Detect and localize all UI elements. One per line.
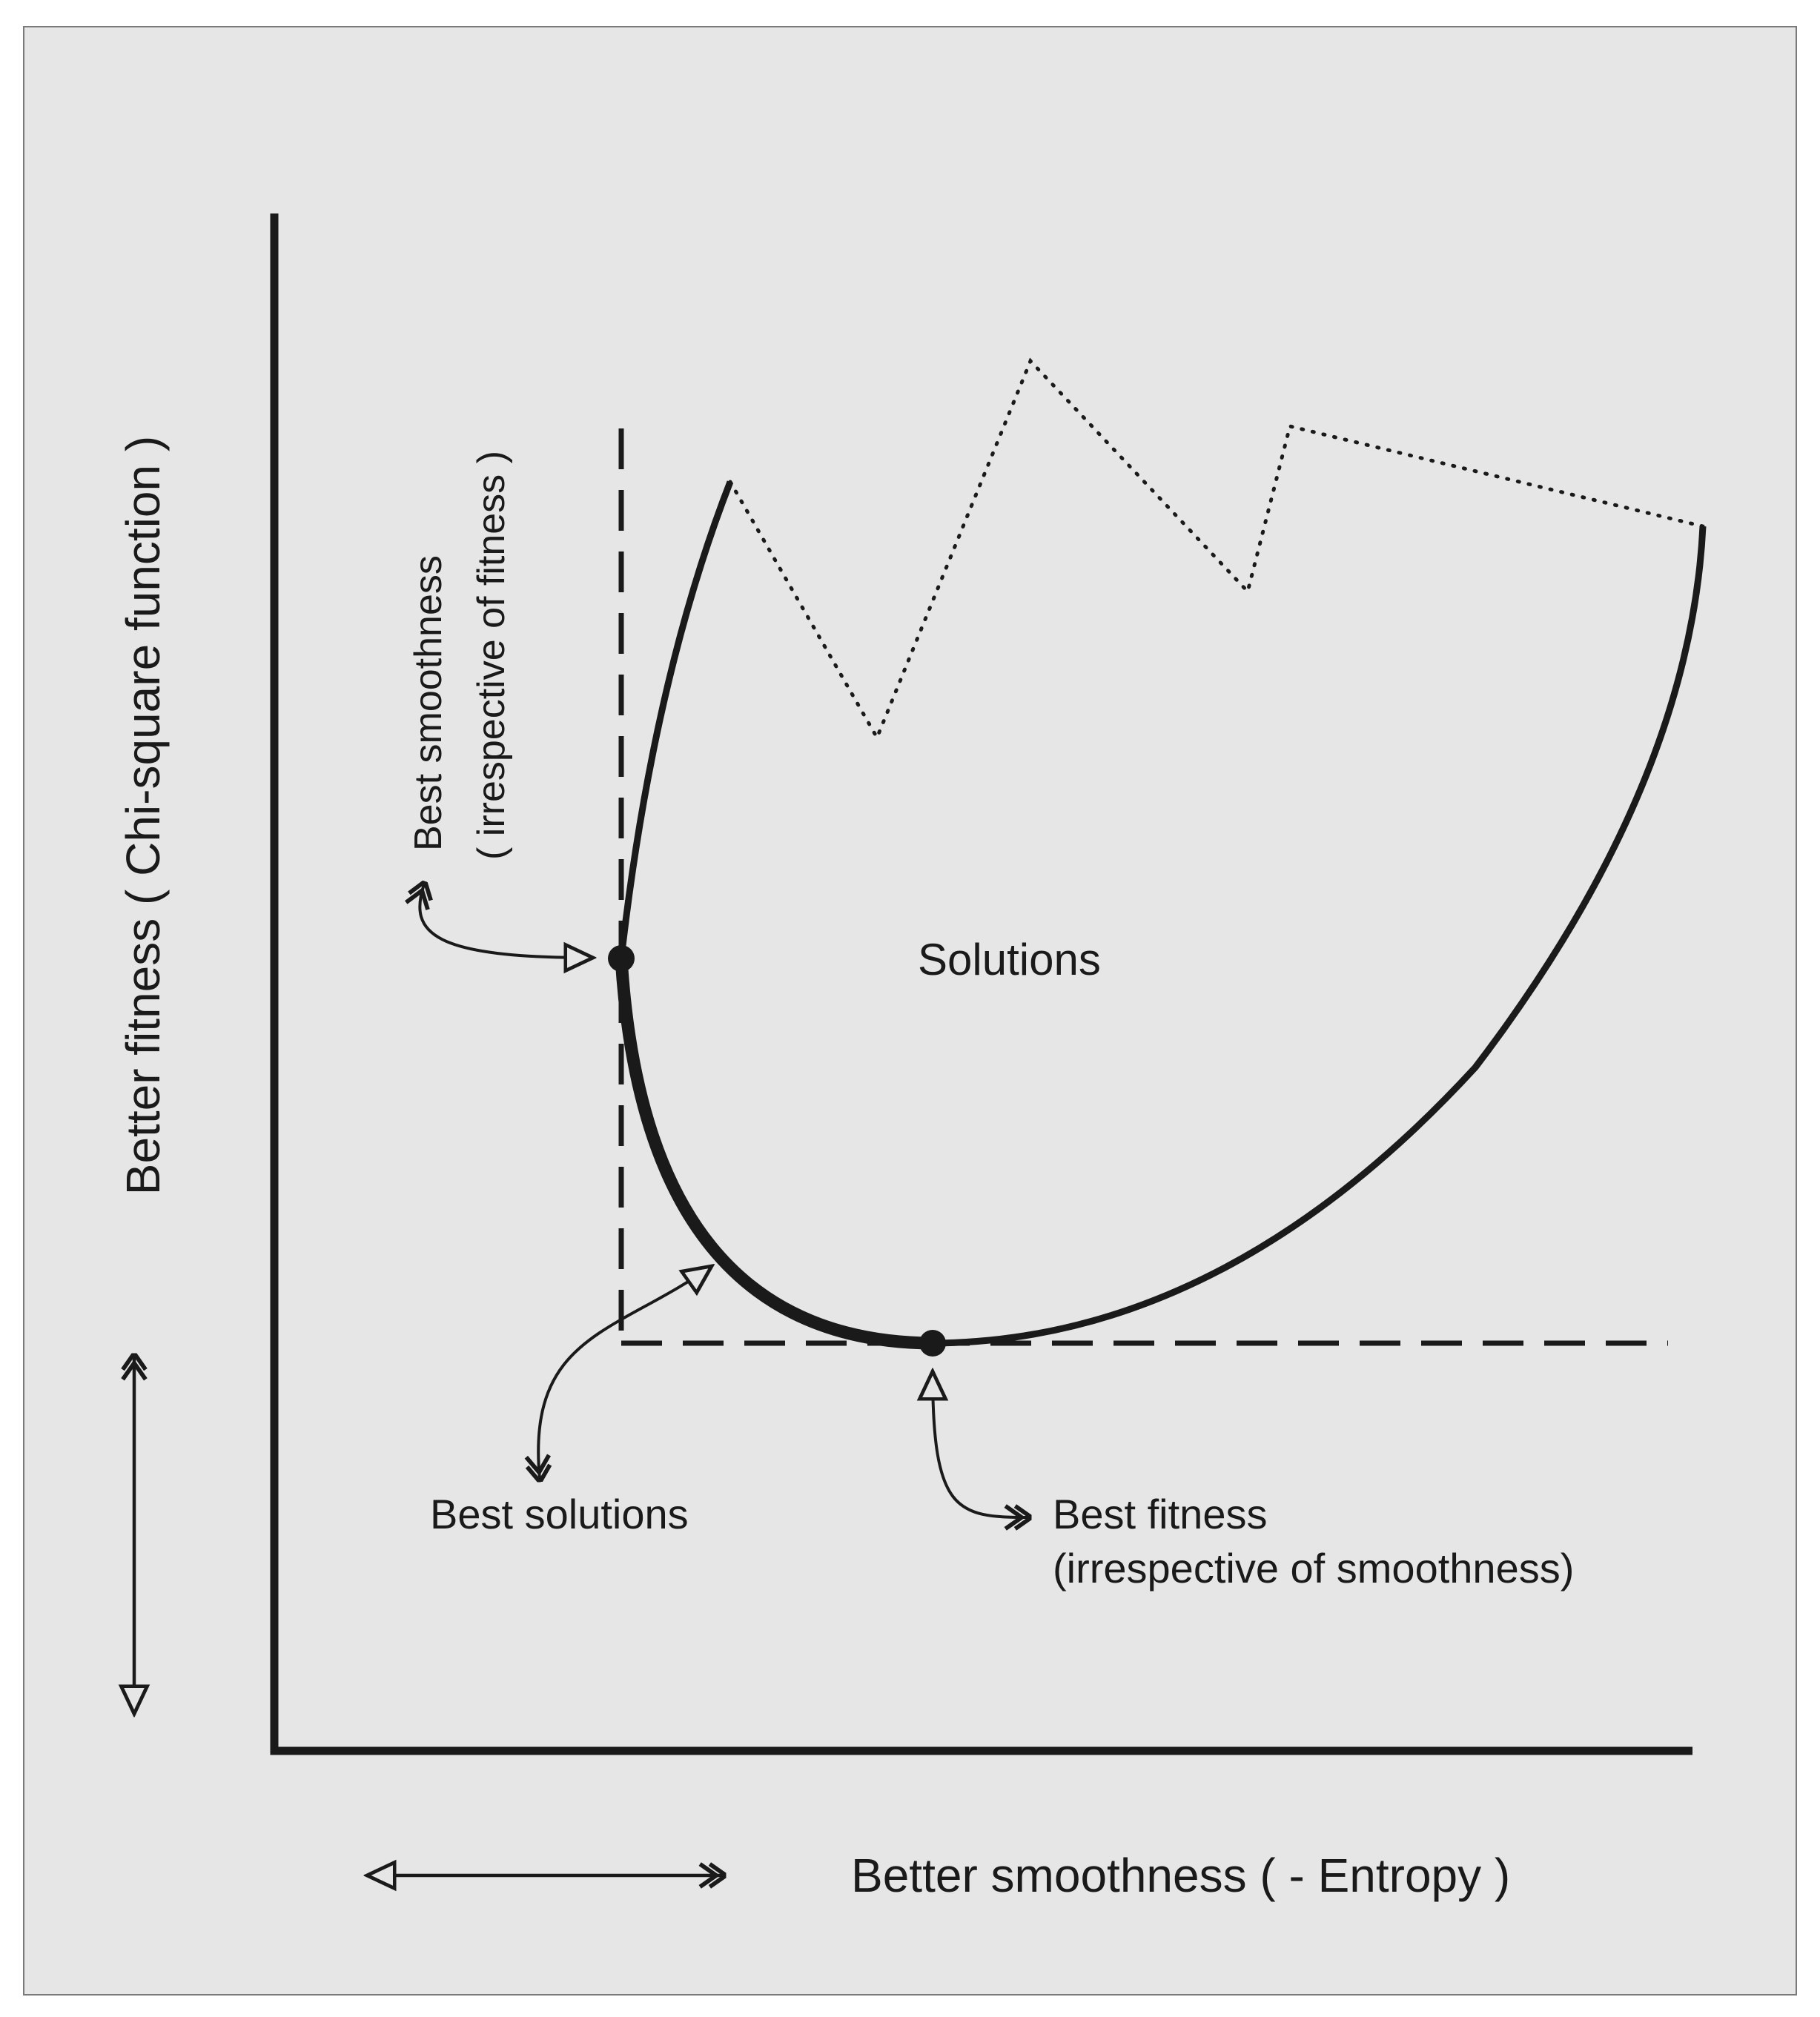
best-solutions-callout-arrow [538,1266,712,1479]
best-fitness-callout-arrow [933,1371,1028,1517]
best-smoothness-point [608,945,635,972]
solution-region-upper-boundary [728,357,1705,742]
solutions-region-label: Solutions [918,935,1101,984]
solution-region-boundary-curve [618,480,1707,1347]
x-axis-label: Better smoothness ( - Entropy ) [851,1849,1510,1902]
y-axis-label: Better fitness ( Chi-square function ) [116,436,170,1195]
best-fitness-label: Best fitness (irrespective of smoothness… [1053,1491,1574,1592]
best-fitness-point [919,1330,946,1357]
axes [270,213,1692,1755]
best-solutions-label: Best solutions [430,1491,689,1537]
best-fitness-label-line1: Best fitness [1053,1491,1267,1537]
pareto-front [615,952,939,1350]
best-smoothness-label-line1: Best smoothness [407,555,450,851]
best-fitness-label-line2: (irrespective of smoothness) [1053,1545,1574,1592]
best-smoothness-label-line2: ( irrespective of fitness ) [470,451,513,860]
best-smoothness-callout-arrow [420,884,593,958]
background-panel [23,26,1797,1996]
best-smoothness-label: Best smoothness ( irrespective of fitnes… [407,451,513,860]
